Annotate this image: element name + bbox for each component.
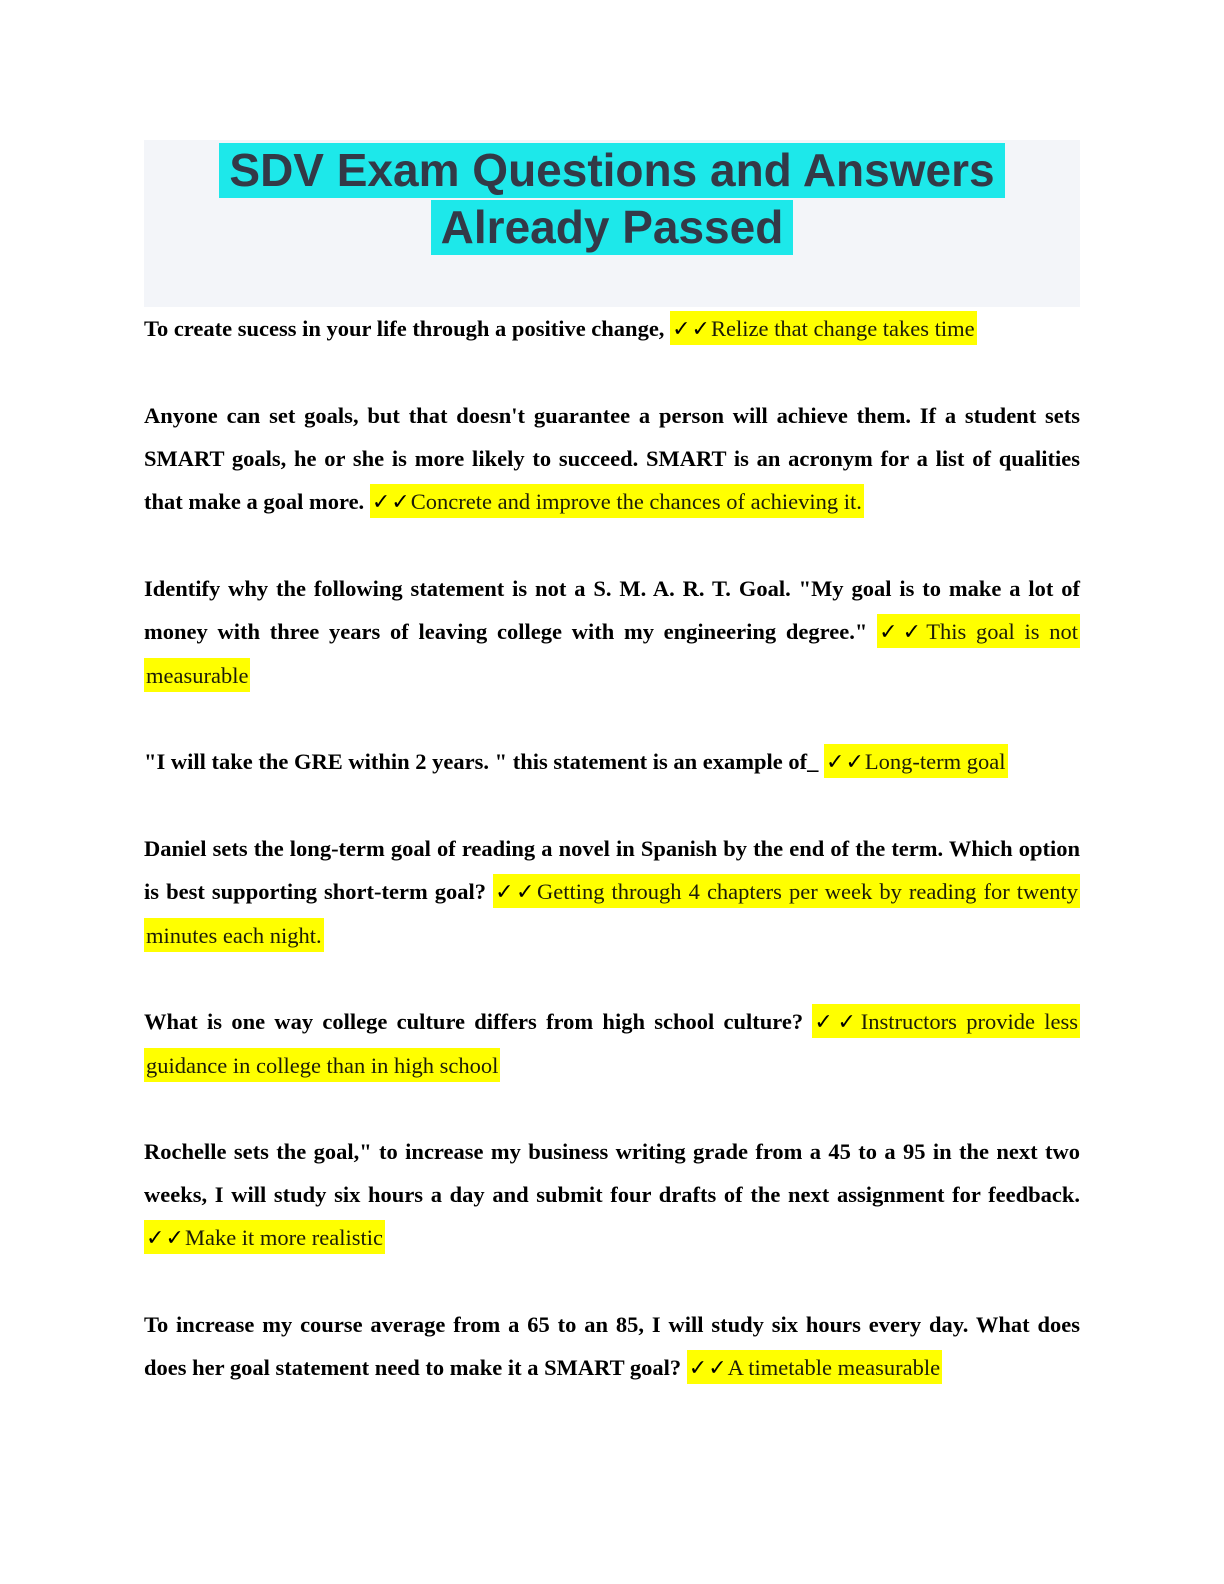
question-text: Anyone can set goals, but that doesn't g… — [144, 403, 1080, 514]
qa-paragraph: Anyone can set goals, but that doesn't g… — [144, 394, 1080, 524]
answer-text: Make it more realistic — [184, 1225, 384, 1250]
qa-paragraph: To increase my course average from a 65 … — [144, 1303, 1080, 1390]
qa-paragraph: What is one way college culture differs … — [144, 1000, 1080, 1087]
answer-highlight: ✓✓Make it more realistic — [144, 1220, 386, 1254]
title-line: Already Passed — [144, 199, 1080, 256]
double-checkmark-icon: ✓✓ — [814, 1010, 861, 1035]
answer-text: Long-term goal — [864, 749, 1006, 774]
answer-highlight: ✓✓Relize that change takes time — [670, 311, 977, 345]
answer-text: A timetable measurable — [727, 1355, 941, 1380]
answer-text: Relize that change takes time — [711, 316, 975, 341]
title-line: SDV Exam Questions and Answers — [144, 142, 1080, 199]
answer-text: Instructors provide less guidance in col… — [146, 1009, 1078, 1078]
qa-paragraph: Rochelle sets the goal," to increase my … — [144, 1130, 1080, 1260]
title-highlight-line-2: Already Passed — [430, 200, 794, 255]
double-checkmark-icon: ✓✓ — [879, 620, 927, 645]
question-text: Rochelle sets the goal," to increase my … — [144, 1139, 1080, 1207]
qa-list: To create sucess in your life through a … — [144, 307, 1080, 1433]
question-text: What is one way college culture differs … — [144, 1009, 813, 1034]
answer-text: Getting through 4 chapters per week by r… — [146, 879, 1078, 948]
qa-paragraph: To create sucess in your life through a … — [144, 307, 1080, 351]
answer-highlight: ✓✓Concrete and improve the chances of ac… — [369, 484, 864, 518]
question-text: To increase my course average from a 65 … — [144, 1312, 1080, 1380]
answer-text: Concrete and improve the chances of achi… — [410, 489, 862, 514]
answer-text: This goal is not measurable — [146, 619, 1078, 688]
title-highlight-line-1: SDV Exam Questions and Answers — [219, 143, 1005, 198]
qa-paragraph: "I will take the GRE within 2 years. " t… — [144, 740, 1080, 784]
double-checkmark-icon: ✓✓ — [688, 1356, 728, 1381]
double-checkmark-icon: ✓✓ — [672, 317, 712, 342]
answer-highlight: ✓✓A timetable measurable — [686, 1350, 943, 1384]
question-text: Daniel sets the long-term goal of readin… — [144, 836, 1080, 904]
double-checkmark-icon: ✓✓ — [495, 880, 537, 905]
double-checkmark-icon: ✓✓ — [825, 750, 865, 775]
qa-paragraph: Identify why the following statement is … — [144, 567, 1080, 697]
answer-highlight: ✓✓Long-term goal — [823, 744, 1008, 778]
double-checkmark-icon: ✓✓ — [371, 490, 411, 515]
document-title: SDV Exam Questions and Answers Already P… — [144, 140, 1080, 256]
title-block: SDV Exam Questions and Answers Already P… — [144, 140, 1080, 307]
question-text: To create sucess in your life through a … — [144, 316, 671, 341]
qa-paragraph: Daniel sets the long-term goal of readin… — [144, 827, 1080, 957]
question-text: Identify why the following statement is … — [144, 576, 1080, 644]
double-checkmark-icon: ✓✓ — [146, 1226, 185, 1251]
question-text: "I will take the GRE within 2 years. " t… — [144, 749, 824, 774]
